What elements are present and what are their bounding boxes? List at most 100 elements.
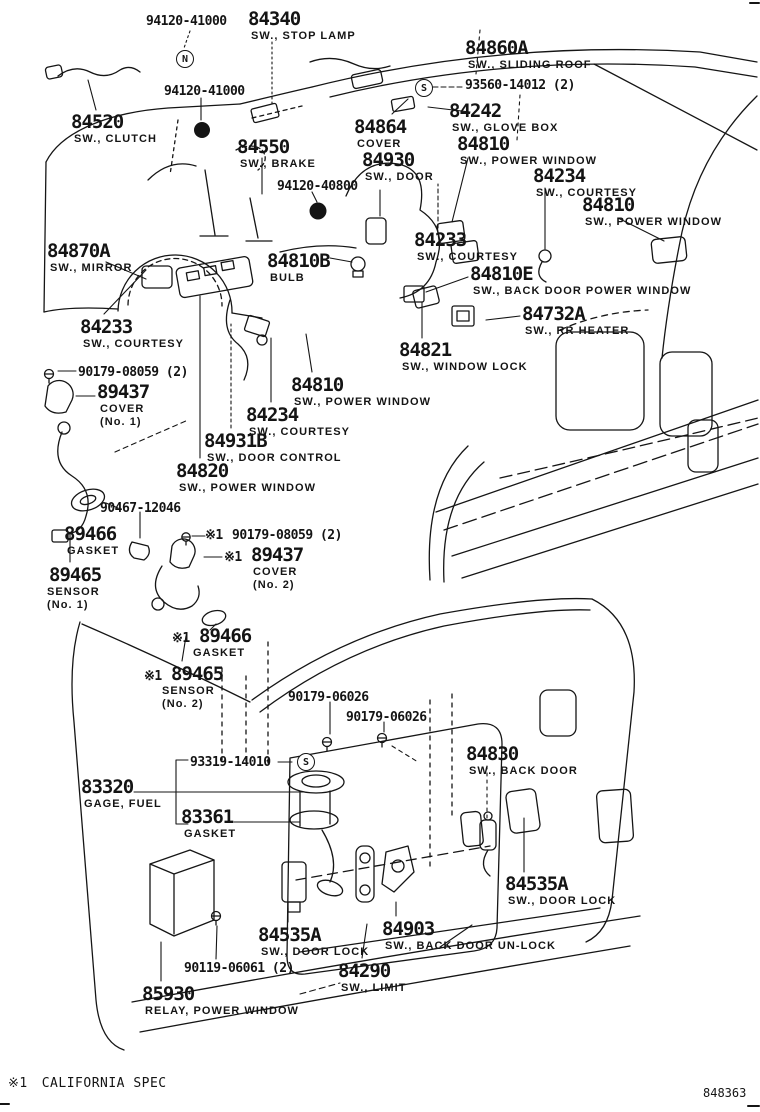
part-description: RELAY, POWER WINDOW — [145, 1005, 299, 1017]
part-description: SENSOR(No. 2) — [162, 685, 215, 710]
part-description: SW., DOOR CONTROL — [207, 452, 342, 464]
courtesy-switch-mid — [256, 334, 268, 346]
part-label-84290: 84290 SW., LIMIT — [338, 960, 407, 995]
part-number: 84931B — [204, 430, 268, 452]
part-label-83320: 83320 GAGE, FUEL — [81, 776, 162, 811]
part-label-84860A: 84860A SW., SLIDING ROOF — [465, 37, 592, 72]
part-number: 94120-41000 — [146, 14, 227, 29]
part-label-84810: 84810 SW., POWER WINDOW — [582, 194, 722, 229]
part-number: 84810B — [267, 250, 331, 272]
part-label-84234: 84234 SW., COURTESY — [246, 404, 350, 439]
part-number: 84864 — [354, 116, 407, 138]
part-number: 84821 — [399, 339, 452, 361]
master-power-window-switch — [175, 255, 254, 299]
part-description: SW., DOOR LOCK — [261, 946, 370, 958]
harness-wire — [309, 57, 391, 70]
part-description: SW., GLOVE BOX — [452, 122, 559, 134]
part-number: 84830 — [466, 743, 519, 765]
part-number: 84535A — [258, 924, 322, 946]
part-number: 84290 — [338, 960, 391, 982]
part-number: ※1 89465 — [144, 663, 224, 685]
back-door-pw-switch — [412, 285, 440, 309]
part-label-90179-06026: 90179-06026 — [288, 690, 369, 705]
part-number: 84242 — [449, 100, 502, 122]
part-label-90467-12046: 90467-12046 — [100, 501, 181, 516]
rr-heater-switch — [451, 305, 475, 327]
fuel-gasket — [289, 810, 339, 830]
part-label-84830: 84830 SW., BACK DOOR — [466, 743, 578, 778]
gasket-90467 — [70, 488, 106, 512]
cover-2 — [169, 538, 196, 569]
sensor-1 — [57, 431, 89, 535]
clutch-switch — [44, 64, 64, 80]
part-description: SW., DOOR LOCK — [508, 895, 617, 907]
stop-lamp-switch — [250, 102, 280, 124]
part-description: SW., RR HEATER — [525, 325, 630, 337]
door-lock-switch-mid — [460, 810, 484, 848]
part-label-90179-06026: 90179-06026 — [346, 710, 427, 725]
part-label-84550: 84550 SW., BRAKE — [237, 136, 316, 171]
part-label-90179-08059-2-: ※1 90179-08059 (2) — [205, 528, 342, 543]
part-label-94120-41000: 94120-41000 — [146, 14, 227, 29]
part-label-84810: 84810 SW., POWER WINDOW — [457, 133, 597, 168]
part-number: 84234 — [246, 404, 299, 426]
harness-drop — [225, 299, 249, 381]
part-label-84864: 84864 COVER — [354, 116, 407, 151]
part-description: COVER(No. 1) — [100, 403, 145, 428]
bolt-icons — [43, 368, 388, 926]
part-description: SW., BACK DOOR — [469, 765, 578, 777]
bulb — [350, 256, 366, 272]
door-switch — [365, 217, 387, 245]
part-description: SW., BRAKE — [240, 158, 316, 170]
part-number: 84340 — [248, 8, 301, 30]
part-number: 84810 — [457, 133, 510, 155]
part-number: 84810E — [470, 263, 534, 285]
part-number: 93319-14010 — [190, 755, 271, 770]
power-window-switch-b — [450, 240, 480, 264]
power-window-switch-right — [650, 236, 688, 264]
part-number: 90179-06026 — [288, 690, 369, 705]
part-label-84903: 84903 SW., BACK DOOR UN-LOCK — [382, 918, 556, 953]
footnote: ※1 CALIFORNIA SPEC — [8, 1076, 167, 1091]
part-description: SW., POWER WINDOW — [460, 155, 598, 167]
part-number: 89465 — [49, 564, 102, 586]
part-label-89465: ※1 89465 SENSOR(No. 2) — [144, 663, 224, 710]
part-label-89437: 89437 COVER(No. 1) — [97, 381, 150, 428]
courtesy-switch-plug — [538, 249, 552, 263]
part-description: SW., COURTESY — [417, 251, 519, 263]
fuel-gauge-unit — [287, 770, 345, 897]
part-description: SW., POWER WINDOW — [179, 482, 317, 494]
part-label-84810: 84810 SW., POWER WINDOW — [291, 374, 431, 409]
part-number: ※1 90179-08059 (2) — [205, 528, 342, 543]
footnote-marker: ※1 — [8, 1076, 28, 1091]
part-number: 84550 — [237, 136, 290, 158]
part-label-84930: 84930 SW., DOOR — [362, 149, 434, 184]
back-door-unlock-switch — [381, 845, 415, 893]
part-label-84520: 84520 SW., CLUTCH — [71, 111, 157, 146]
part-number: 90467-12046 — [100, 501, 181, 516]
part-number: 84930 — [362, 149, 415, 171]
part-description: SW., WINDOW LOCK — [402, 361, 528, 373]
part-description: COVER — [357, 138, 402, 150]
part-label-84233: 84233 SW., COURTESY — [414, 229, 518, 264]
part-description: SW., SLIDING ROOF — [468, 59, 592, 71]
part-number: 84870A — [47, 240, 111, 262]
component-glyphs — [44, 57, 688, 937]
part-label-84535A: 84535A SW., DOOR LOCK — [258, 924, 369, 959]
part-number: 84810 — [582, 194, 635, 216]
part-description: SENSOR(No. 1) — [47, 586, 100, 611]
part-description: SW., POWER WINDOW — [585, 216, 723, 228]
part-number: 84820 — [176, 460, 229, 482]
part-label-94120-40800: 94120-40800 — [277, 179, 358, 194]
clutch-switch-wire — [57, 66, 141, 77]
footnote-text: CALIFORNIA SPEC — [41, 1076, 167, 1091]
part-label-84820: 84820 SW., POWER WINDOW — [176, 460, 316, 495]
part-number: 90179-06026 — [346, 710, 427, 725]
mirror-switch — [141, 265, 173, 289]
screw-symbol: S — [415, 79, 433, 97]
part-label-93319-14010: 93319-14010 — [190, 755, 271, 770]
part-number: 84233 — [414, 229, 467, 251]
part-number: 90119-06061 (2) — [184, 961, 294, 976]
part-label-84340: 84340 SW., STOP LAMP — [248, 8, 356, 43]
